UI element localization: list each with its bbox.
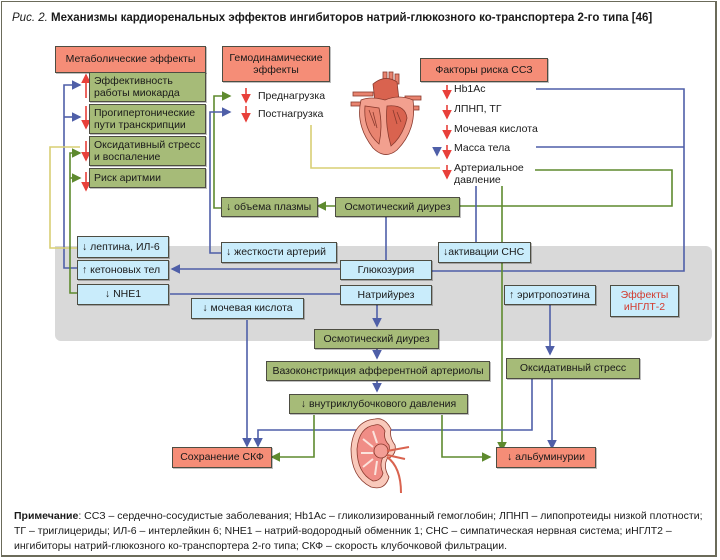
risk-item-body-mass: Масса тела xyxy=(454,142,511,154)
metabolic-item-prohypertensive: Прогипертонические пути транскрипции xyxy=(89,104,206,134)
figure-title: Рис. 2. Механизмы кардиоренальных эффект… xyxy=(12,12,652,24)
metabolic-item-oxidative-stress: Оксидативный стресс и воспаление xyxy=(89,136,206,166)
note-label: Примечание xyxy=(14,510,79,522)
ketones-box: ↑ кетоновых тел xyxy=(77,260,169,280)
osmotic-diuresis-top-box: Осмотический диурез xyxy=(335,197,460,217)
arterial-stiffness-box: ↓ жесткости артерий xyxy=(221,242,337,263)
osmotic-diuresis-bottom-box: Осмотический диурез xyxy=(314,329,439,349)
risk-item-hba1c: Hb1Ac xyxy=(454,83,486,95)
glucosuria-box: Глюкозурия xyxy=(340,260,432,280)
oxidative-stress-box: Оксидативный стресс xyxy=(506,358,640,379)
intraglomerular-pressure-box: ↓ внутриклубочкового давления xyxy=(289,394,468,414)
plasma-volume-box: ↓ объема плазмы xyxy=(221,197,318,217)
risk-item-blood-pressure: Артериальное давление xyxy=(454,162,524,187)
nhe1-box: ↓ NHE1 xyxy=(77,284,169,305)
erythropoietin-box: ↑ эритропоэтина xyxy=(504,285,596,305)
gfr-preservation-box: Сохранение СКФ xyxy=(172,447,272,468)
kidney-icon xyxy=(350,418,410,494)
hemodynamic-item-afterload: Постнагрузка xyxy=(258,108,324,120)
heart-icon xyxy=(350,71,422,155)
note-text: : ССЗ – сердечно-сосудистые заболевания;… xyxy=(14,510,703,552)
hemodynamic-item-preload: Преднагрузка xyxy=(258,90,326,102)
figure-title-text: Механизмы кардиоренальных эффектов ингиб… xyxy=(51,12,653,24)
sns-activation-box: ↓активации СНС xyxy=(438,242,531,263)
natriuresis-box: Натрийурез xyxy=(340,285,432,305)
figure-number: Рис. 2. xyxy=(12,12,48,24)
albuminuria-box: ↓ альбуминурии xyxy=(496,447,596,468)
sglt2-effects-legend: Эффекты иНГЛТ-2 xyxy=(610,285,679,317)
metabolic-effects-header: Метаболические эффекты xyxy=(55,46,206,73)
vasoconstriction-box: Вазоконстрикция афферентной артериолы xyxy=(266,361,490,381)
risk-item-uric-acid: Мочевая кислота xyxy=(454,123,538,135)
uric-acid-box: ↓ мочевая кислота xyxy=(191,298,304,319)
risk-item-ldl-tg: ЛПНП, ТГ xyxy=(454,103,502,115)
hemodynamic-effects-header: Гемодинамические эффекты xyxy=(222,46,330,82)
figure-note: Примечание: ССЗ – сердечно-сосудистые за… xyxy=(14,509,714,554)
leptin-il6-box: ↓ лептина, ИЛ-6 xyxy=(77,236,169,258)
metabolic-item-myocardial-efficiency: Эффективность работы миокарда xyxy=(89,72,206,102)
metabolic-item-arrhythmia-risk: Риск аритмии xyxy=(89,168,206,188)
risk-factors-header: Факторы риска ССЗ xyxy=(420,58,548,82)
